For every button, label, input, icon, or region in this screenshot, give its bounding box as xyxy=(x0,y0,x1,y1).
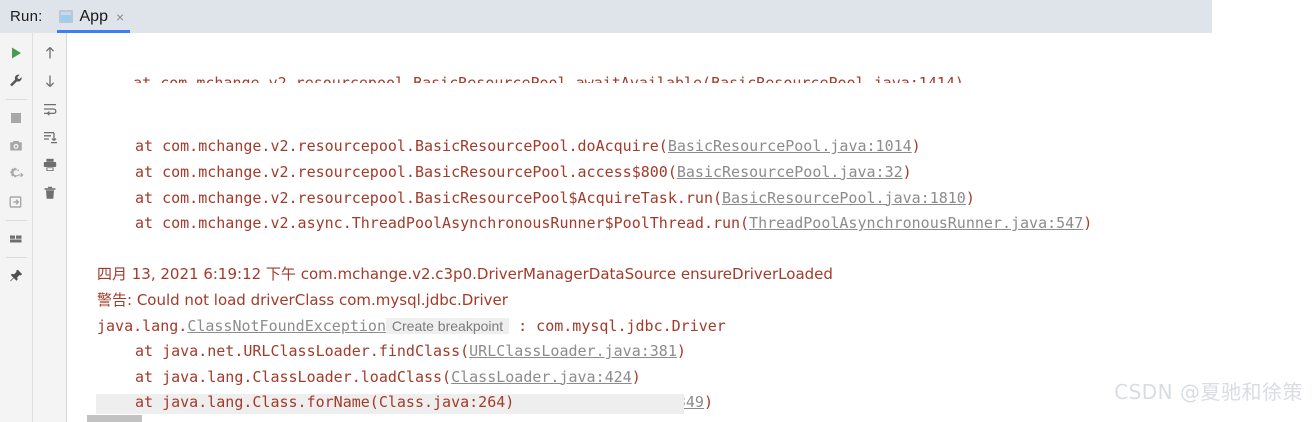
stop-button[interactable] xyxy=(4,105,29,130)
csdn-watermark: CSDN @夏驰和徐策 xyxy=(1114,380,1303,404)
stack-frame-text: at java.lang.ClassLoader.loadClass( xyxy=(135,367,452,386)
console-line-clipped-bottom-wrap: at java.lang.Class.forName(Class.java:26… xyxy=(68,394,1315,414)
printer-icon[interactable] xyxy=(37,152,62,177)
stack-frame-text: at com.mchange.v2.resourcepool.BasicReso… xyxy=(135,137,668,156)
console-line: java.lang.ClassNotFoundException Create … xyxy=(97,314,1315,340)
trash-icon[interactable] xyxy=(37,180,62,205)
console-actions-toolbar xyxy=(33,33,67,422)
run-label: Run: xyxy=(10,8,43,25)
console-line: at com.mchange.v2.async.ThreadPoolAsynch… xyxy=(97,211,1315,237)
console-line: at com.mchange.v2.resourcepool.BasicReso… xyxy=(97,186,1315,212)
close-icon[interactable]: × xyxy=(115,8,125,25)
console-line-highlight xyxy=(96,394,684,414)
source-link[interactable]: ClassLoader.java:424 xyxy=(451,367,632,386)
settings-button[interactable] xyxy=(4,68,29,93)
export-box-icon[interactable] xyxy=(4,189,29,214)
stack-frame-suffix: ) xyxy=(902,162,912,181)
arrow-down-icon[interactable] xyxy=(37,68,62,93)
create-breakpoint-hint[interactable]: Create breakpoint xyxy=(386,317,510,334)
console-line: at java.lang.ClassLoader.loadClass(Class… xyxy=(97,365,1315,391)
console-line: at com.mchange.v2.resourcepool.BasicReso… xyxy=(97,134,1315,160)
stack-frame-text: at java.net.URLClassLoader.findClass( xyxy=(135,342,470,361)
stack-frame-text: at com.mchange.v2.resourcepool.BasicReso… xyxy=(135,162,677,181)
source-link[interactable]: BasicResourcePool.java:32 xyxy=(676,162,903,181)
horizontal-scrollbar[interactable] xyxy=(68,414,1315,422)
run-toolbars xyxy=(0,33,67,422)
gear-arrow-icon[interactable] xyxy=(4,161,29,186)
source-link[interactable]: URLClassLoader.java:381 xyxy=(469,342,677,361)
exception-package: java.lang. xyxy=(97,316,188,335)
rerun-button[interactable] xyxy=(4,40,29,65)
source-link[interactable]: BasicResourcePool.java:1810 xyxy=(722,188,966,207)
arrow-up-icon[interactable] xyxy=(37,40,62,65)
soft-wrap-icon[interactable] xyxy=(37,96,62,121)
tab-app[interactable]: App × xyxy=(53,0,133,33)
stack-frame-suffix: ) xyxy=(965,188,975,207)
console-line: 警告: Could not load driverClass com.mysql… xyxy=(97,288,1315,314)
pin-icon[interactable] xyxy=(4,263,29,288)
console-output[interactable]: at com.mchange.v2.resourcepool.BasicReso… xyxy=(68,33,1315,422)
console-lines: at com.mchange.v2.resourcepool.BasicReso… xyxy=(68,33,1315,422)
console-line-clipped-bottom: at java.lang.Class.forName(Class.java:26… xyxy=(135,394,515,411)
console-line: at com.mchange.v2.resourcepool.BasicReso… xyxy=(97,160,1315,186)
camera-icon[interactable] xyxy=(4,133,29,158)
console-line-text: 警告: Could not load driverClass com.mysql… xyxy=(97,290,508,309)
exception-class-link[interactable]: ClassNotFoundException xyxy=(187,316,386,335)
scroll-to-end-icon[interactable] xyxy=(37,124,62,149)
run-tool-window-header: Run: App × xyxy=(0,0,1212,33)
stack-frame-text: at com.mchange.v2.resourcepool.BasicReso… xyxy=(135,188,722,207)
app-window-icon xyxy=(58,10,73,23)
stack-frame-suffix: ) xyxy=(1083,214,1093,233)
toolbar-separator xyxy=(5,257,27,258)
horizontal-scrollbar-thumb[interactable] xyxy=(87,415,142,422)
console-line xyxy=(97,237,1315,263)
toolbar-separator xyxy=(5,220,27,221)
toolbar-separator xyxy=(5,99,27,100)
console-line-text: 四月 13, 2021 6:19:12 下午 com.mchange.v2.c3… xyxy=(97,265,833,284)
stack-frame-suffix: ) xyxy=(676,342,686,361)
stack-frame-suffix: ) xyxy=(631,367,641,386)
layout-icon[interactable] xyxy=(4,226,29,251)
source-link[interactable]: BasicResourcePool.java:1014 xyxy=(667,137,912,156)
source-link[interactable]: ThreadPoolAsynchronousRunner.java:547 xyxy=(749,214,1084,233)
stack-frame-text: at com.mchange.v2.async.ThreadPoolAsynch… xyxy=(135,214,750,233)
exception-message: : com.mysql.jdbc.Driver xyxy=(509,316,726,335)
stack-frame-suffix: ) xyxy=(703,393,713,412)
run-actions-toolbar xyxy=(0,33,33,422)
console-line: 四月 13, 2021 6:19:12 下午 com.mchange.v2.c3… xyxy=(97,262,1315,288)
tab-app-label: App xyxy=(79,7,108,25)
console-line: at java.net.URLClassLoader.findClass(URL… xyxy=(97,339,1315,365)
stack-frame-suffix: ) xyxy=(911,137,921,156)
console-line-clipped-top: at com.mchange.v2.resourcepool.BasicReso… xyxy=(97,74,964,84)
